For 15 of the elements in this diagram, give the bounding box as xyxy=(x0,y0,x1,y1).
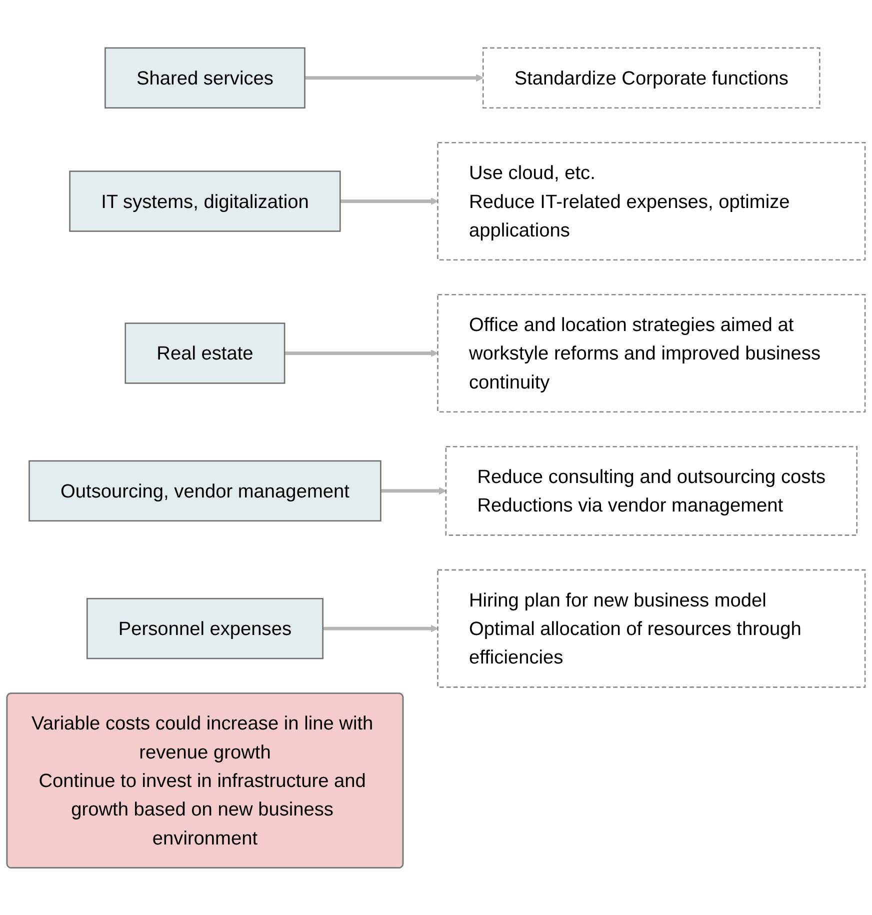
node-box: Reduce consulting and outsourcing costs Reductions via vendor management xyxy=(445,446,858,536)
node-box: Office and location strategies aimed at workstyle reforms and improved business continuity xyxy=(437,294,866,412)
node-box: Real estate xyxy=(124,322,286,384)
node-box: Use cloud, etc. Reduce IT-related expenses, optimize applications xyxy=(437,142,866,260)
arrow xyxy=(380,486,446,494)
arrow xyxy=(322,624,438,632)
arrow xyxy=(284,349,438,357)
node-box: Hiring plan for new business model Optimal allocation of resources through efficiencies xyxy=(437,568,866,688)
node-box: Shared services xyxy=(104,46,306,108)
node-box: Standardize Corporate functions xyxy=(482,46,820,108)
node-box: IT systems, digitalization xyxy=(69,170,341,232)
node-box: Personnel expenses xyxy=(86,598,324,659)
arrow xyxy=(304,74,484,82)
node-box: Outsourcing, vendor management xyxy=(28,460,382,522)
arrow xyxy=(340,197,438,205)
